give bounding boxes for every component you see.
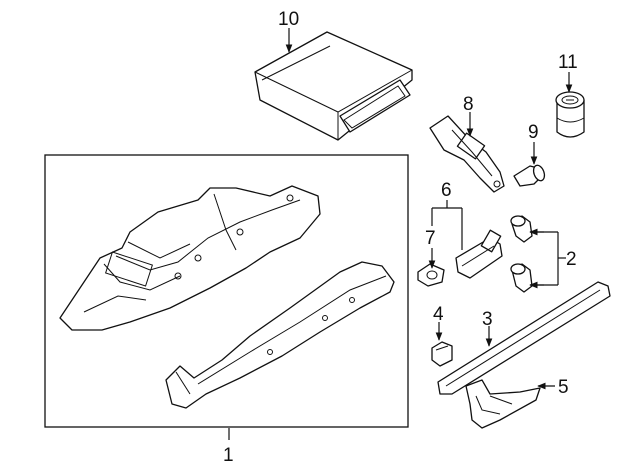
callout-10: 10 bbox=[278, 9, 299, 30]
part-6-hinge-pin[interactable] bbox=[455, 229, 503, 279]
callout-7: 7 bbox=[425, 228, 436, 249]
assembly-frame bbox=[44, 154, 409, 428]
callout-9: 9 bbox=[528, 122, 539, 143]
part-4-bumper[interactable] bbox=[431, 341, 453, 367]
leader-lines bbox=[228, 28, 573, 440]
part-1-glove-box-housing[interactable] bbox=[59, 185, 321, 331]
callout-6: 6 bbox=[441, 180, 452, 201]
part-9-pin[interactable] bbox=[513, 164, 546, 187]
callout-4: 4 bbox=[433, 304, 444, 325]
part-2-screws[interactable] bbox=[510, 215, 533, 293]
callout-3: 3 bbox=[482, 309, 493, 330]
callout-1: 1 bbox=[223, 445, 234, 466]
part-11-lock-cylinder[interactable] bbox=[555, 91, 585, 138]
part-10-storage-box[interactable] bbox=[254, 31, 413, 141]
callout-2: 2 bbox=[566, 249, 577, 270]
callout-11: 11 bbox=[558, 52, 578, 73]
callout-5: 5 bbox=[558, 377, 569, 398]
part-1-glove-box-door[interactable] bbox=[165, 261, 395, 409]
part-3-trim-strip[interactable] bbox=[437, 281, 611, 395]
part-8-latch-assembly[interactable] bbox=[429, 115, 505, 193]
callout-8: 8 bbox=[463, 94, 474, 115]
part-5-bracket[interactable] bbox=[465, 379, 541, 429]
part-7-bulb[interactable] bbox=[417, 263, 445, 287]
